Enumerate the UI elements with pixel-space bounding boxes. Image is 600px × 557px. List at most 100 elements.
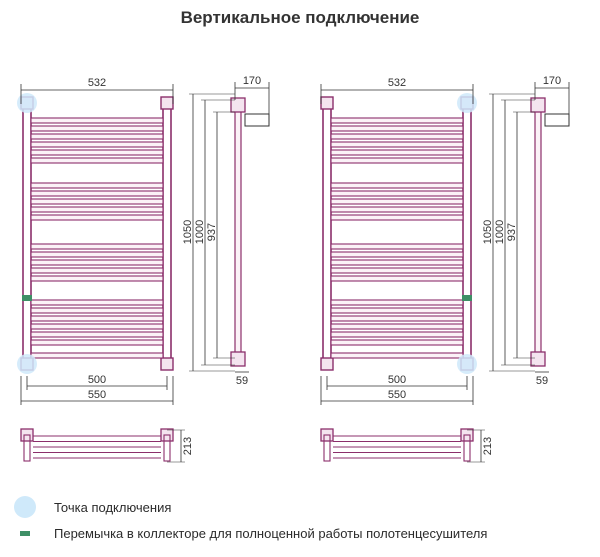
right-collector [462, 102, 472, 365]
legend-connection-point-label: Точка подключения [54, 499, 172, 515]
rung [30, 125, 164, 132]
rung [30, 149, 164, 156]
dim-width-axis: 500 [88, 374, 106, 386]
rung [330, 315, 464, 322]
dim-width-total: 550 [388, 389, 406, 401]
rung [30, 206, 164, 213]
rung [30, 243, 164, 250]
plan-collector [463, 434, 471, 462]
rung [330, 299, 464, 306]
dim-height-2: 937 [506, 223, 518, 241]
jumper-marker [462, 295, 472, 301]
rung [30, 133, 164, 140]
side-fitting-top [230, 97, 246, 113]
rung [30, 182, 164, 189]
dim-depth-plan: 213 [482, 437, 494, 455]
rung [330, 243, 464, 250]
dim-width-total: 550 [88, 389, 106, 401]
connection-point-top [457, 93, 477, 113]
rung [30, 251, 164, 258]
rung [30, 339, 164, 346]
rung [330, 214, 464, 221]
left-collector [22, 102, 32, 365]
left-collector [322, 102, 332, 365]
rung [330, 190, 464, 197]
side-fitting-top [530, 97, 546, 113]
rung [30, 299, 164, 306]
connection-point-swatch [14, 496, 36, 518]
plan-collector [23, 434, 31, 462]
rung [30, 198, 164, 205]
rung [30, 275, 164, 282]
dim-depth: 170 [243, 75, 261, 87]
side-wall-bracket [544, 113, 570, 127]
rung [30, 352, 164, 359]
dim-offset-bottom: 59 [236, 375, 248, 387]
rung [330, 182, 464, 189]
plan-collector [323, 434, 331, 462]
rung [330, 307, 464, 314]
dim-depth-plan: 213 [182, 437, 194, 455]
fitting [160, 96, 174, 110]
plan-collector [163, 434, 171, 462]
rung [330, 339, 464, 346]
dim-width-axis: 500 [388, 374, 406, 386]
rung [30, 315, 164, 322]
connection-point-bottom [457, 354, 477, 374]
side-view-body [534, 99, 542, 366]
legend-jumper-label: Перемычка в коллекторе для полноценной р… [54, 526, 488, 541]
jumper-marker [22, 295, 32, 301]
rung [30, 323, 164, 330]
rung [30, 190, 164, 197]
dim-offset-bottom: 59 [536, 375, 548, 387]
rung [330, 198, 464, 205]
rung [30, 214, 164, 221]
rung [330, 206, 464, 213]
rung [30, 141, 164, 148]
rung [330, 275, 464, 282]
dim-height-2: 937 [206, 223, 218, 241]
side-fitting-bottom [230, 351, 246, 367]
rung [330, 331, 464, 338]
rung [330, 149, 464, 156]
rung [30, 331, 164, 338]
rung [30, 267, 164, 274]
fitting [160, 357, 174, 371]
rung [30, 307, 164, 314]
rung [330, 133, 464, 140]
connection-point-top [17, 93, 37, 113]
rung [330, 352, 464, 359]
rung [330, 323, 464, 330]
dim-width-top: 532 [88, 77, 106, 89]
rung [330, 117, 464, 124]
side-wall-bracket [244, 113, 270, 127]
fitting [320, 96, 334, 110]
legend-jumper: Перемычка в коллекторе для полноценной р… [14, 526, 487, 541]
dim-depth: 170 [543, 75, 561, 87]
rung [330, 267, 464, 274]
connection-point-bottom [17, 354, 37, 374]
legend-connection-point: Точка подключения [14, 496, 171, 518]
rung [30, 259, 164, 266]
rung [330, 157, 464, 164]
dim-height-1: 1000 [194, 220, 206, 244]
rung [330, 251, 464, 258]
diagram-title: Вертикальное подключение [180, 8, 420, 27]
fitting [320, 357, 334, 371]
dim-height-1: 1000 [494, 220, 506, 244]
dim-height-0: 1050 [482, 220, 494, 244]
rung [30, 117, 164, 124]
side-fitting-bottom [530, 351, 546, 367]
rung [330, 259, 464, 266]
rung [330, 125, 464, 132]
dim-width-top: 532 [388, 77, 406, 89]
jumper-swatch [20, 531, 30, 536]
dim-height-0: 1050 [182, 220, 194, 244]
right-collector [162, 102, 172, 365]
rung [30, 157, 164, 164]
rung [330, 141, 464, 148]
side-view-body [234, 99, 242, 366]
